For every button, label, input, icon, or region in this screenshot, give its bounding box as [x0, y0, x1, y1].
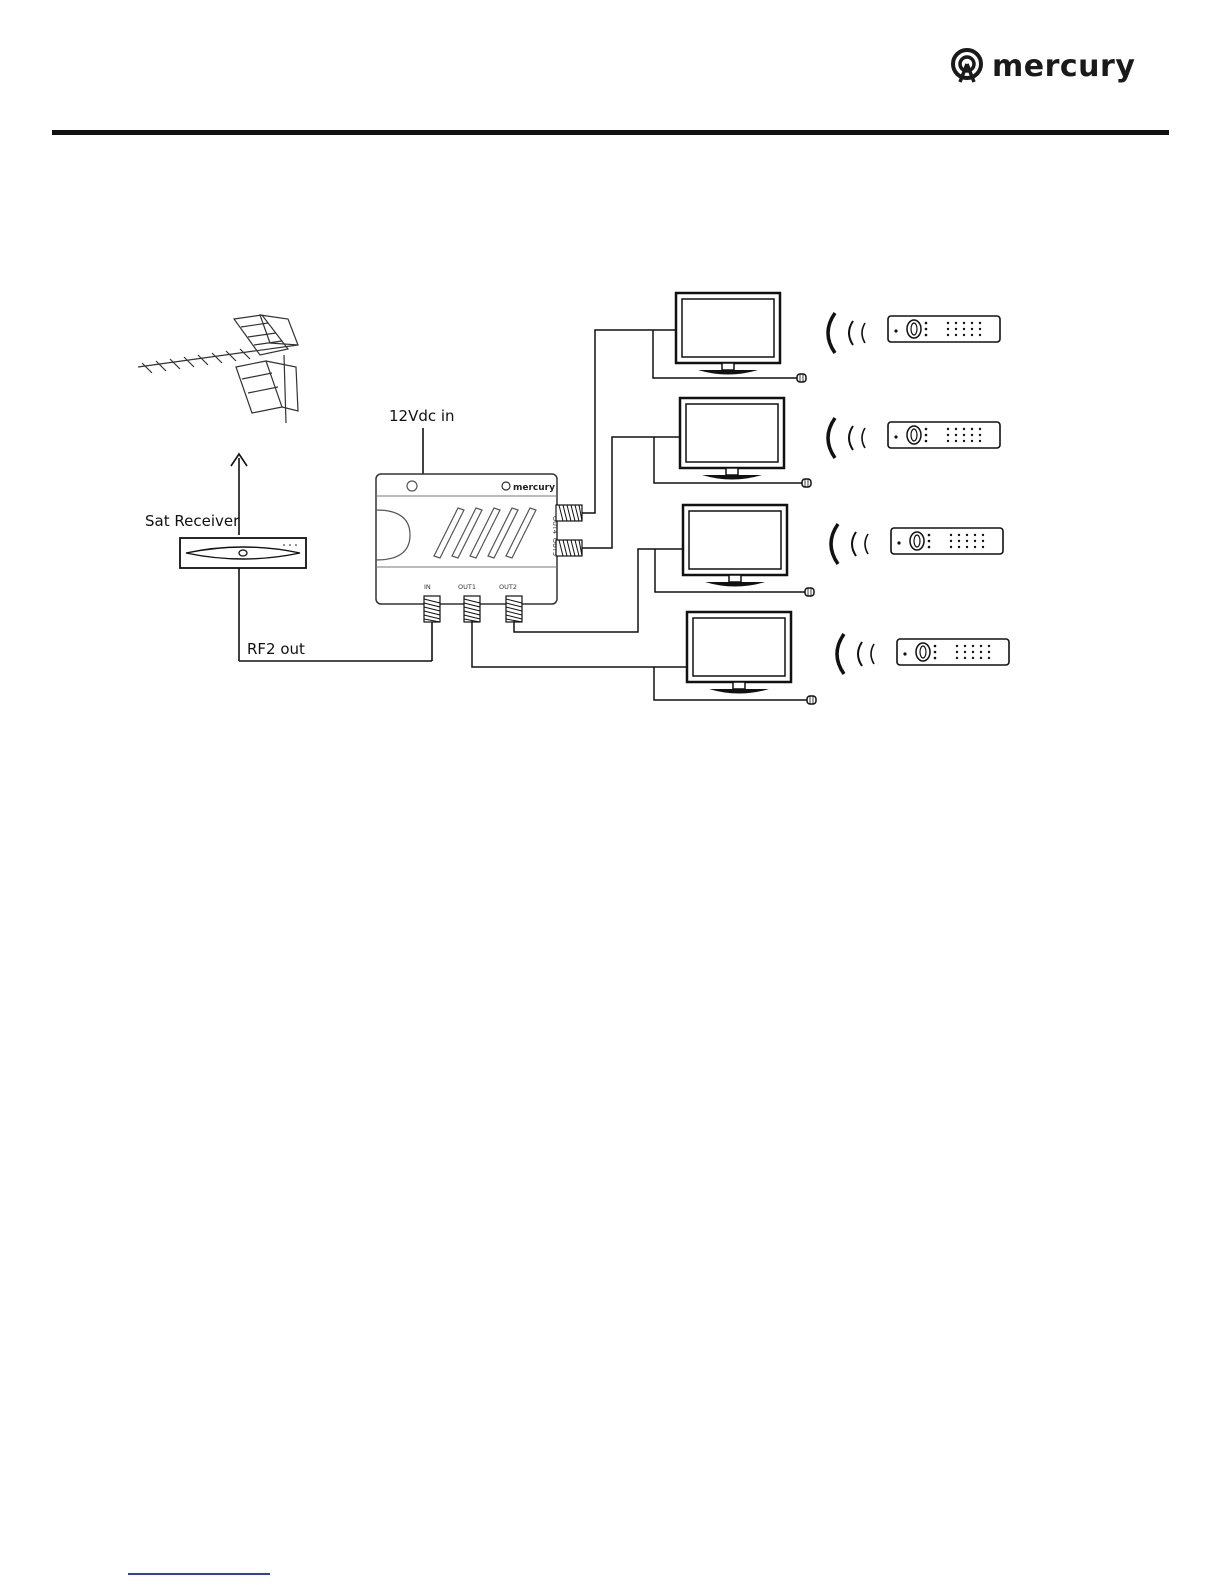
remote-control-icon — [888, 316, 1000, 342]
television-icon — [687, 612, 791, 694]
footer-link-underline — [128, 1573, 270, 1575]
power-input-label: 12Vdc in — [389, 407, 455, 425]
remote-control-icon — [888, 422, 1000, 448]
signal-waves-icon — [828, 418, 865, 458]
signal-waves-icon — [831, 524, 868, 564]
television-icon — [683, 505, 787, 587]
port-label-in: IN — [424, 583, 431, 591]
port-label-out1: OUT1 — [458, 583, 476, 591]
satellite-receiver-icon — [180, 538, 306, 568]
remote-control-icon — [897, 639, 1009, 665]
signal-waves-icon — [828, 313, 865, 353]
connection-diagram: Sat Receiver RF2 out 12Vdc in mercury IN… — [0, 0, 1225, 760]
remote-control-icon — [891, 528, 1003, 554]
television-icon — [680, 398, 784, 480]
sat-receiver-label: Sat Receiver — [145, 512, 240, 530]
television-icon — [676, 293, 780, 375]
amplifier-brand-label: mercury — [513, 483, 555, 493]
rf-out-label: RF2 out — [247, 640, 305, 658]
port-label-out2: OUT2 — [499, 583, 517, 591]
distribution-amplifier: mercury IN OUT1 OUT2 OUT4 OUT3 — [376, 474, 559, 604]
aerial-antenna-icon — [138, 315, 298, 423]
signal-waves-icon — [837, 634, 874, 674]
